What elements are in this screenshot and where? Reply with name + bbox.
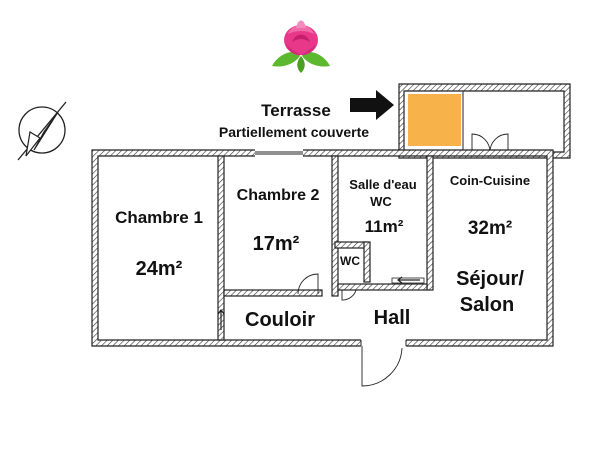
terrasse-note: Partiellement couverte: [219, 124, 369, 140]
interior-walls: [217, 155, 434, 341]
couloir-arrow-icon: [217, 309, 225, 330]
interior-doors: [217, 273, 425, 330]
terrasse-label: Terrasse: [261, 101, 331, 120]
couloir-label: Couloir: [245, 309, 315, 331]
chambre2-label: Chambre 2: [237, 187, 320, 204]
chambre1-area: 24m²: [136, 258, 183, 280]
salle-eau-label: Salle d'eau: [349, 177, 416, 192]
terrasse-structure: [398, 83, 571, 159]
chambre2-area: 17m²: [253, 233, 300, 255]
hall-label: Hall: [374, 307, 411, 329]
outer-walls: [91, 149, 554, 387]
compass-icon: [17, 101, 67, 161]
sliding-arrow-icon: [397, 276, 420, 284]
wc-label: WC: [340, 254, 360, 268]
salle-eau-area: 11m²: [365, 217, 404, 236]
arrow-right-icon: [350, 90, 394, 120]
rose-icon: [272, 20, 330, 73]
chambre1-label: Chambre 1: [115, 208, 203, 227]
salle-eau-wc-label: WC: [370, 194, 392, 209]
terrasse-covered-area: [408, 94, 461, 146]
sejour-label: Séjour/: [456, 268, 524, 290]
coin-cuisine-area: 32m²: [468, 218, 512, 239]
salon-label: Salon: [460, 294, 514, 316]
coin-cuisine-label: Coin-Cuisine: [450, 173, 530, 188]
